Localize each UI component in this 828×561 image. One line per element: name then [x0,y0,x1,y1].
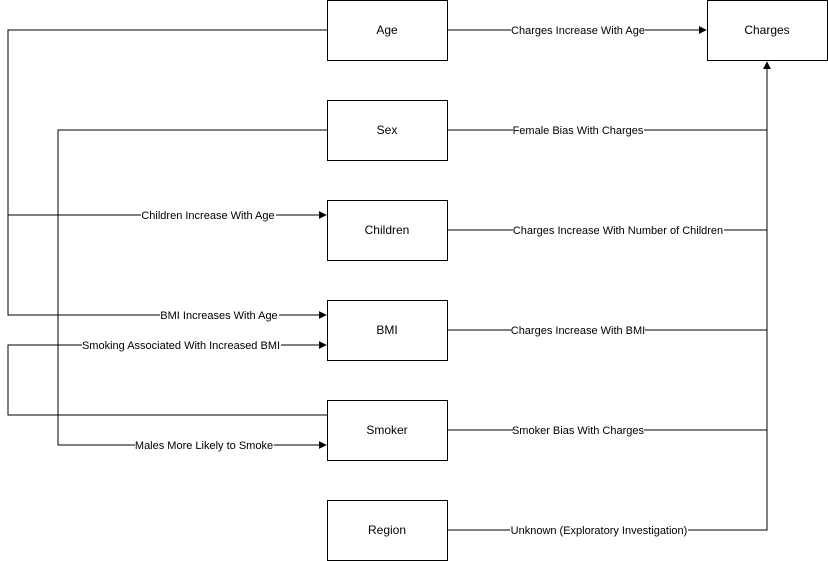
node-age-label: Age [376,23,398,37]
edge-label-age-children: Children Increase With Age [141,208,276,222]
edge-label-smoker-bmi-text: Smoking Associated With Increased BMI [82,340,280,352]
edge-label-smoker-charges-text: Smoker Bias With Charges [512,425,645,437]
edge-labels: Charges Increase With Age Female Bias Wi… [82,23,724,537]
edge-age-children [7,29,327,219]
edge-label-sex-charges-text: Female Bias With Charges [513,125,644,137]
edge-age-bmi [7,215,327,319]
edge-label-children-charges-text: Charges Increase With Number of Children [513,225,723,237]
node-region-label: Region [368,523,406,537]
node-age: Age [327,0,448,61]
edge-label-sex-smoker-text: Males More Likely to Smoke [135,440,273,452]
node-sex: Sex [327,100,448,161]
node-charges-label: Charges [744,23,789,37]
edge-smoker-bmi [7,341,327,416]
edge-label-sex-smoker: Males More Likely to Smoke [135,438,274,452]
edge-label-age-bmi: BMI Increases With Age [160,308,279,322]
nodes: Age Sex Children BMI Smoker Region Charg… [327,0,828,561]
edge-label-bmi-charges-text: Charges Increase With BMI [511,325,646,337]
node-sex-label: Sex [377,123,398,137]
node-bmi: BMI [327,300,448,361]
edge-label-children-charges: Charges Increase With Number of Children [513,223,724,237]
edge-label-age-children-text: Children Increase With Age [141,210,274,222]
edge-label-smoker-bmi: Smoking Associated With Increased BMI [82,338,281,352]
edge-label-region-charges-text: Unknown (Exploratory Investigation) [511,525,688,537]
edge-label-age-bmi-text: BMI Increases With Age [160,310,277,322]
edge-label-sex-charges: Female Bias With Charges [513,123,644,137]
node-children: Children [327,200,448,261]
edge-label-age-charges: Charges Increase With Age [511,23,645,37]
edge-label-bmi-charges: Charges Increase With BMI [511,323,646,337]
edge-label-age-charges-text: Charges Increase With Age [511,25,645,37]
node-children-label: Children [365,223,410,237]
edge-sex-smoker [57,129,327,449]
node-charges: Charges [707,0,828,61]
edge-label-region-charges: Unknown (Exploratory Investigation) [510,523,688,537]
node-smoker: Smoker [327,400,448,461]
node-smoker-label: Smoker [366,423,407,437]
node-region: Region [327,500,448,561]
node-bmi-label: BMI [376,323,397,337]
edge-label-smoker-charges: Smoker Bias With Charges [512,423,645,437]
